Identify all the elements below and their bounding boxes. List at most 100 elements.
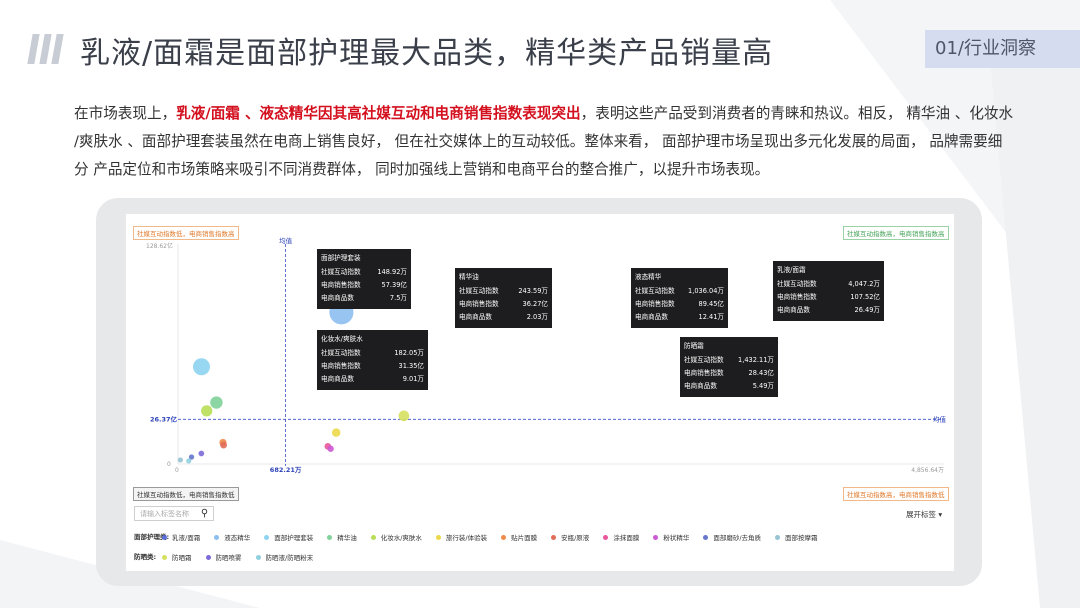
legend-category: 面部护理类: <box>134 533 170 541</box>
tooltip-metric-value: 2.03万 <box>526 313 548 321</box>
legend-item[interactable]: 化妆水/爽肤水 <box>370 532 422 542</box>
scatter-point-3[interactable]: 面部护理套装 <box>192 358 211 376</box>
tooltip-metric-value: 4,047.2万 <box>848 280 880 288</box>
legend-item[interactable]: 防晒霜 <box>162 552 192 562</box>
legend-item[interactable]: 粉状精华 <box>653 532 689 542</box>
x-mean-caption: 均值 <box>279 236 293 245</box>
legend-dot-icon <box>162 534 167 540</box>
tooltip-metric-value: 1,036.04万 <box>688 287 724 295</box>
legend-label: 涂抹面膜 <box>613 534 640 542</box>
tooltip-title: 化妆水/爽肤水 <box>321 335 363 343</box>
tooltip-title: 液态精华 <box>635 273 662 281</box>
scatter-point-5[interactable]: 化妆水/爽肤水 <box>201 405 213 417</box>
legend-dot-icon <box>775 534 781 540</box>
y-max-tick-label: 128.62亿 <box>146 242 173 250</box>
scatter-point-13[interactable]: 面部磨砂/去角质 <box>188 454 195 460</box>
scatter-point-11[interactable]: 粉状精华 <box>327 445 334 452</box>
scatter-point-9[interactable]: 安瓶/原液 <box>220 441 228 449</box>
legend-item[interactable]: 面部护理套装 <box>264 532 313 542</box>
legend-label: 旅行装/体验装 <box>445 534 488 542</box>
y-mean-tick-label: 26.37亿 <box>150 414 178 423</box>
legend-label: 粉状精华 <box>663 534 690 542</box>
quadrant-label-bottom-right: 社媒互动指数高，电商销售指数低 <box>843 487 949 501</box>
legend-item[interactable]: 贴片面膜 <box>501 532 537 542</box>
tooltip-metric-label: 社媒互动指数 <box>635 287 675 295</box>
expand-tags-label: 展开标签 <box>906 510 936 519</box>
legend-label: 防晒霜 <box>172 554 192 562</box>
legend-dot-icon <box>370 534 376 540</box>
scatter-point-4[interactable]: 精华油 <box>210 396 223 409</box>
legend-item[interactable]: 面部按摩霜 <box>775 532 818 542</box>
tooltip-metric-value: 12.41万 <box>698 313 724 321</box>
legend-item[interactable]: 精华油 <box>327 532 357 542</box>
legend-item[interactable]: 防晒液/防晒粉末 <box>255 552 314 562</box>
caret-down-icon: ▾ <box>938 510 943 519</box>
tooltip-metric-value: 7.5万 <box>389 294 407 302</box>
tooltip-metric-label: 电商销售指数 <box>321 362 361 370</box>
tooltip-metric-label: 电商商品数 <box>459 313 492 321</box>
tooltip-metric-label: 电商销售指数 <box>459 300 499 308</box>
legend-dot-icon <box>327 534 333 540</box>
legend-dot-icon <box>205 554 211 560</box>
legend-row: 面部护理类:乳液/面霜 液态精华 面部护理套装 精华油 化妆水/爽肤水 旅行装/体验装 贴片… <box>134 532 832 542</box>
scatter-point-7[interactable]: 旅行装/体验装 <box>331 428 341 437</box>
tooltip-title: 防晒霜 <box>684 342 704 350</box>
tooltip-metric-label: 社媒互动指数 <box>684 356 724 364</box>
expand-tags-button[interactable]: 展开标签 ▾ <box>906 509 942 520</box>
legend-category: 防晒类: <box>134 553 157 561</box>
legend-label: 防晒液/防晒粉末 <box>265 554 314 562</box>
legend-label: 防晒喷雾 <box>215 554 242 562</box>
legend-item[interactable]: 乳液/面霜 <box>162 532 200 542</box>
search-input[interactable]: 请输入标签名称 <box>134 506 214 521</box>
legend-dot-icon <box>264 534 270 540</box>
legend-item[interactable]: 安瓶/原液 <box>551 532 589 542</box>
tooltip-title: 精华油 <box>459 273 479 281</box>
tooltip-metric-value: 243.59万 <box>518 287 548 295</box>
tooltip-metric-label: 电商销售指数 <box>777 293 817 301</box>
legend-item[interactable]: 液态精华 <box>214 532 250 542</box>
tooltip-metric-label: 电商商品数 <box>635 313 668 321</box>
legend-label: 液态精华 <box>224 534 251 542</box>
quadrant-label-top-left: 社媒互动指数低，电商销售指数高 <box>133 226 239 240</box>
tooltip-metric-value: 26.49万 <box>854 306 880 314</box>
tooltip-row: 电商商品数 7.5万 <box>321 292 407 305</box>
legend-item[interactable]: 防晒喷雾 <box>205 552 242 562</box>
legend-label: 精华油 <box>337 534 357 542</box>
legend-dot-icon <box>501 534 507 540</box>
tooltip-metric-label: 电商商品数 <box>684 382 717 390</box>
legend-item[interactable]: 旅行装/体验装 <box>435 532 488 542</box>
legend-item[interactable]: 面部磨砂/去角质 <box>703 532 761 542</box>
tooltip-metric-label: 电商销售指数 <box>321 281 361 289</box>
legend-item[interactable]: 涂抹面膜 <box>603 532 639 542</box>
tooltip-metric-label: 社媒互动指数 <box>321 268 361 276</box>
scatter-point-12[interactable]: 防晒喷雾 <box>198 450 205 457</box>
tooltip-metric-label: 电商商品数 <box>321 294 354 302</box>
legend-dot-icon <box>603 534 609 540</box>
tooltip-metric-value: 148.92万 <box>377 268 407 276</box>
legend-dot-icon <box>551 534 557 540</box>
legend-dot-icon <box>255 554 261 560</box>
legend-label: 乳液/面霜 <box>172 534 201 542</box>
page-title: 乳液/面霜是面部护理最大品类，精华类产品销量高 <box>80 36 774 71</box>
scatter-point-14[interactable]: 防晒液/防晒粉末 <box>186 458 192 464</box>
tooltip-metric-label: 电商销售指数 <box>635 300 675 308</box>
scatter-point-15[interactable]: 面部按摩霜 <box>177 457 183 463</box>
search-icon[interactable]: ⚲ <box>200 508 209 519</box>
tooltip-metric-value: 9.01万 <box>402 375 424 383</box>
scatter-point-6[interactable]: 防晒霜 <box>398 410 410 422</box>
legend-label: 面部护理套装 <box>274 534 314 542</box>
legend-dot-icon <box>653 534 659 540</box>
